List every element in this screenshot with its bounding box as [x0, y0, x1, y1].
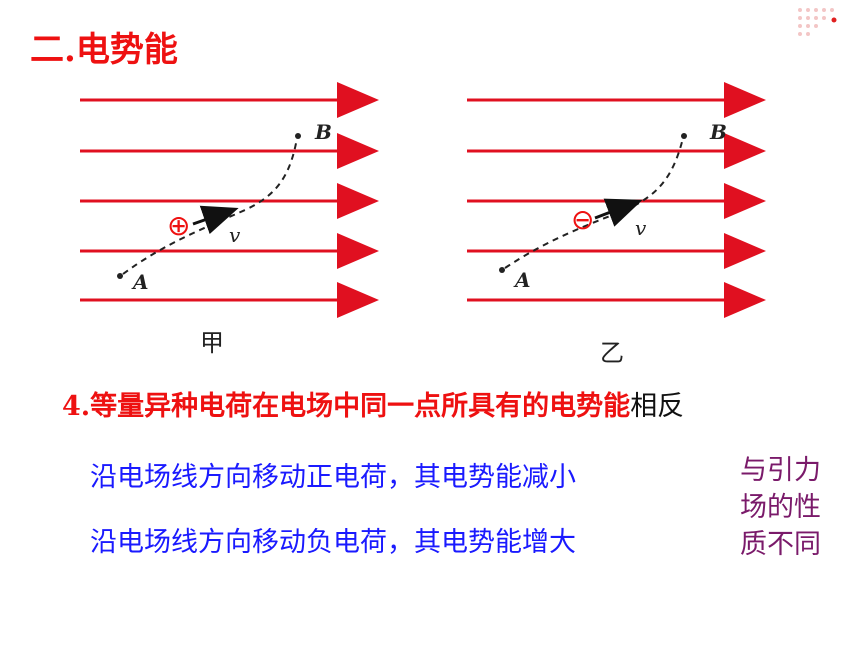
point-b-label: B [710, 120, 727, 144]
statement-prefix: 4.等量异种电荷在电场中同一点所具有的电势能 [62, 391, 631, 422]
side-note: 与引力 场的性 质不同 [740, 452, 821, 563]
point-a-label: A [133, 270, 149, 294]
positive-charge-icon: ⊕ [167, 209, 191, 242]
point-b-label: B [315, 120, 332, 144]
page-title: 二.电势能 [30, 30, 178, 70]
field-lines-jia [80, 82, 379, 318]
rule-negative-charge: 沿电场线方向移动负电荷，其电势能增大 [90, 527, 576, 558]
velocity-label: v [635, 216, 647, 240]
field-diagram-yi: ⊖ A B v 乙 [465, 78, 775, 367]
point-a-label: A [515, 268, 531, 292]
side-note-line: 场的性 [740, 492, 821, 523]
field-diagram-jia: ⊕ A B v 甲 [75, 78, 385, 357]
statement-4: 4.等量异种电荷在电场中同一点所具有的电势能相反 [62, 384, 684, 423]
statement-suffix: 相反 [630, 391, 685, 422]
rule-positive-charge: 沿电场线方向移动正电荷，其电势能减小 [90, 462, 576, 493]
side-note-line: 质不同 [740, 529, 821, 560]
field-lines-yi [467, 82, 766, 318]
figure-label-jia: 甲 [200, 329, 224, 357]
side-note-line: 与引力 [740, 455, 821, 486]
decorative-dots-icon [796, 6, 842, 40]
negative-charge-icon: ⊖ [571, 203, 595, 236]
velocity-label: v [229, 223, 241, 247]
figure-label-yi: 乙 [600, 339, 624, 367]
